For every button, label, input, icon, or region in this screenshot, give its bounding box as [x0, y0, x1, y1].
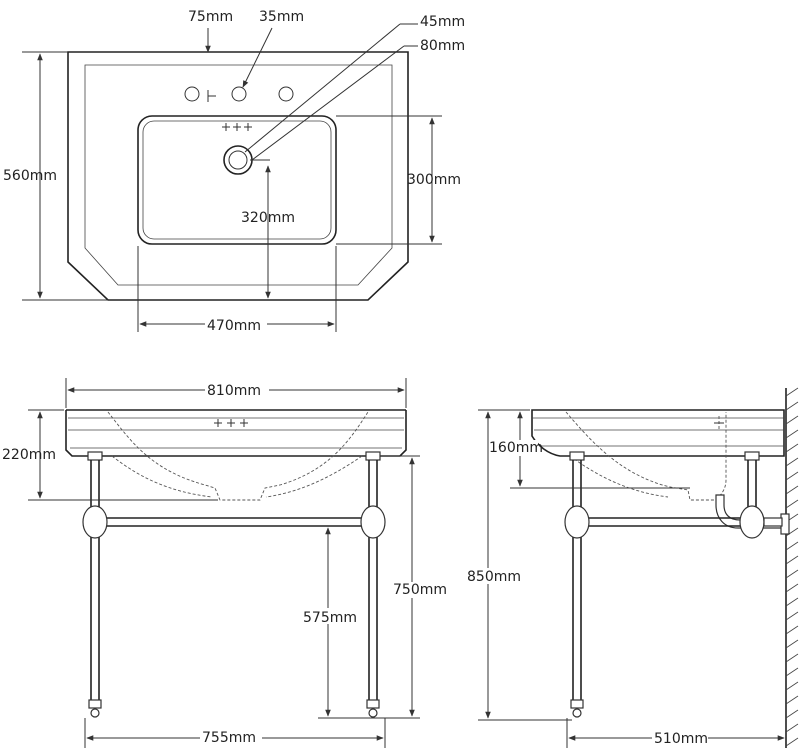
- wall-hatching: [785, 387, 799, 747]
- label-bowl-to-back: 320mm: [241, 210, 295, 226]
- front-leg-right-bracket: [365, 451, 381, 461]
- front-overflow-marks: [214, 419, 248, 427]
- label-waste-offset: 80mm: [420, 38, 465, 54]
- label-basin-height: 220mm: [2, 447, 56, 463]
- tap-hole-left: [184, 86, 200, 102]
- front-basin-outline: [65, 410, 407, 457]
- front-view: 810mm 220mm 575mm 750mm 755mm: [2, 378, 447, 748]
- tap-hole-center: [231, 86, 247, 102]
- overflow-marks: [222, 123, 252, 131]
- label-depth: 560mm: [3, 168, 57, 184]
- front-bowl-hidden: [107, 411, 369, 501]
- front-foot-left: [88, 699, 102, 709]
- waste-inner: [228, 150, 248, 170]
- label-tap-spacing: 75mm: [188, 9, 233, 25]
- label-leg-height: 750mm: [393, 582, 447, 598]
- basin-top-outline: [67, 51, 409, 301]
- side-bowl-hidden: [565, 411, 727, 501]
- label-total-height: 850mm: [467, 569, 521, 585]
- label-shelf-height: 575mm: [303, 610, 357, 626]
- label-overall-width: 810mm: [207, 383, 261, 399]
- label-bowl-depth: 300mm: [407, 172, 461, 188]
- front-leg-left-bracket: [87, 451, 103, 461]
- basin-rim-outline: [84, 64, 393, 286]
- label-side-depth: 510mm: [654, 731, 708, 747]
- front-joint-left: [82, 505, 108, 539]
- label-side-bowl-depth: 160mm: [489, 440, 543, 456]
- side-joint-back: [739, 505, 765, 539]
- side-view: 160mm 850mm 510mm: [466, 387, 799, 748]
- tap-hole-right: [278, 86, 294, 102]
- top-view: 75mm 35mm 45mm 80mm 560mm 300mm 320mm: [3, 9, 465, 334]
- label-leg-span: 755mm: [202, 730, 256, 746]
- label-bowl-width: 470mm: [207, 318, 261, 334]
- label-waste-hole: 45mm: [420, 14, 465, 30]
- bowl-inner-outline: [142, 120, 332, 240]
- side-joint-front: [564, 505, 590, 539]
- bowl-outline: [137, 115, 337, 245]
- front-foot-right: [366, 699, 380, 709]
- label-tap-hole: 35mm: [259, 9, 304, 25]
- side-basin-outline: [531, 409, 785, 457]
- front-joint-right: [360, 505, 386, 539]
